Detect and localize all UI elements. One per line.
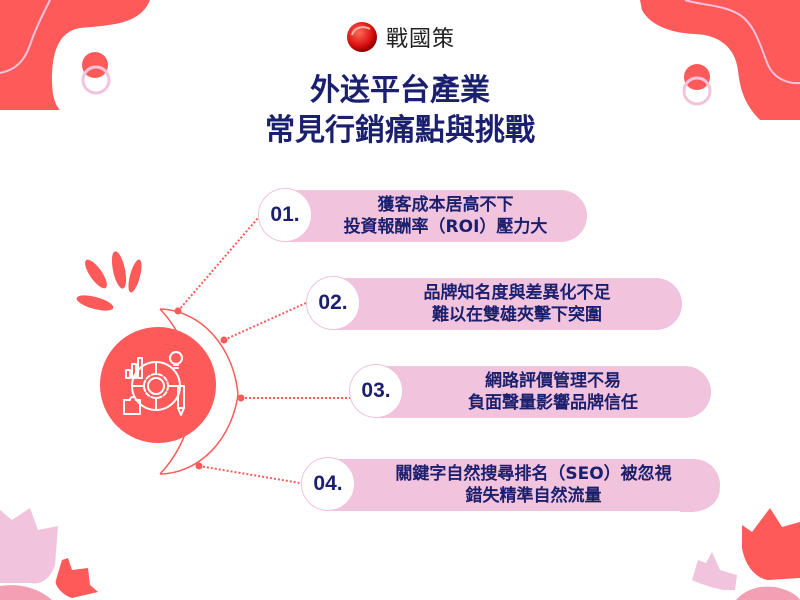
bottom-right-flower bbox=[742, 508, 800, 580]
list-item-2: 02. 品牌知名度與差異化不足 難以在雙雄夾擊下突圍 bbox=[306, 276, 682, 330]
item-text: 獲客成本居高不下 投資報酬率（ROI）壓力大 bbox=[343, 195, 548, 237]
brand-name: 戰國策 bbox=[386, 27, 456, 52]
list-item-3: 03. 網路評價管理不易 負面聲量影響品牌信任 bbox=[349, 364, 711, 418]
red-sphere-logo-icon bbox=[347, 22, 377, 52]
item-number: 02. bbox=[306, 276, 360, 330]
strategy-gear-chart-icon bbox=[123, 351, 185, 416]
item-number: 03. bbox=[349, 364, 403, 418]
item-text: 關鍵字自然搜尋排名（SEO）被忽視 錯失精準自然流量 bbox=[395, 464, 672, 506]
list-item-4: 04. 關鍵字自然搜尋排名（SEO）被忽視 錯失精準自然流量 bbox=[301, 457, 720, 511]
item-number: 01. bbox=[258, 188, 312, 242]
page-title-line1: 外送平台產業 bbox=[310, 73, 490, 108]
item-number: 04. bbox=[301, 457, 355, 511]
item-text: 品牌知名度與差異化不足 難以在雙雄夾擊下突圍 bbox=[423, 283, 611, 325]
top-right-blob bbox=[640, 0, 800, 120]
page-title-line2: 常見行銷痛點與挑戰 bbox=[265, 113, 535, 148]
brand-logo: 戰國策 bbox=[346, 20, 455, 54]
bottom-left-flower bbox=[0, 508, 58, 584]
list-item-1: 01. 獲客成本居高不下 投資報酬率（ROI）壓力大 bbox=[258, 188, 587, 242]
item-text: 網路評價管理不易 負面聲量影響品牌信任 bbox=[468, 371, 638, 413]
